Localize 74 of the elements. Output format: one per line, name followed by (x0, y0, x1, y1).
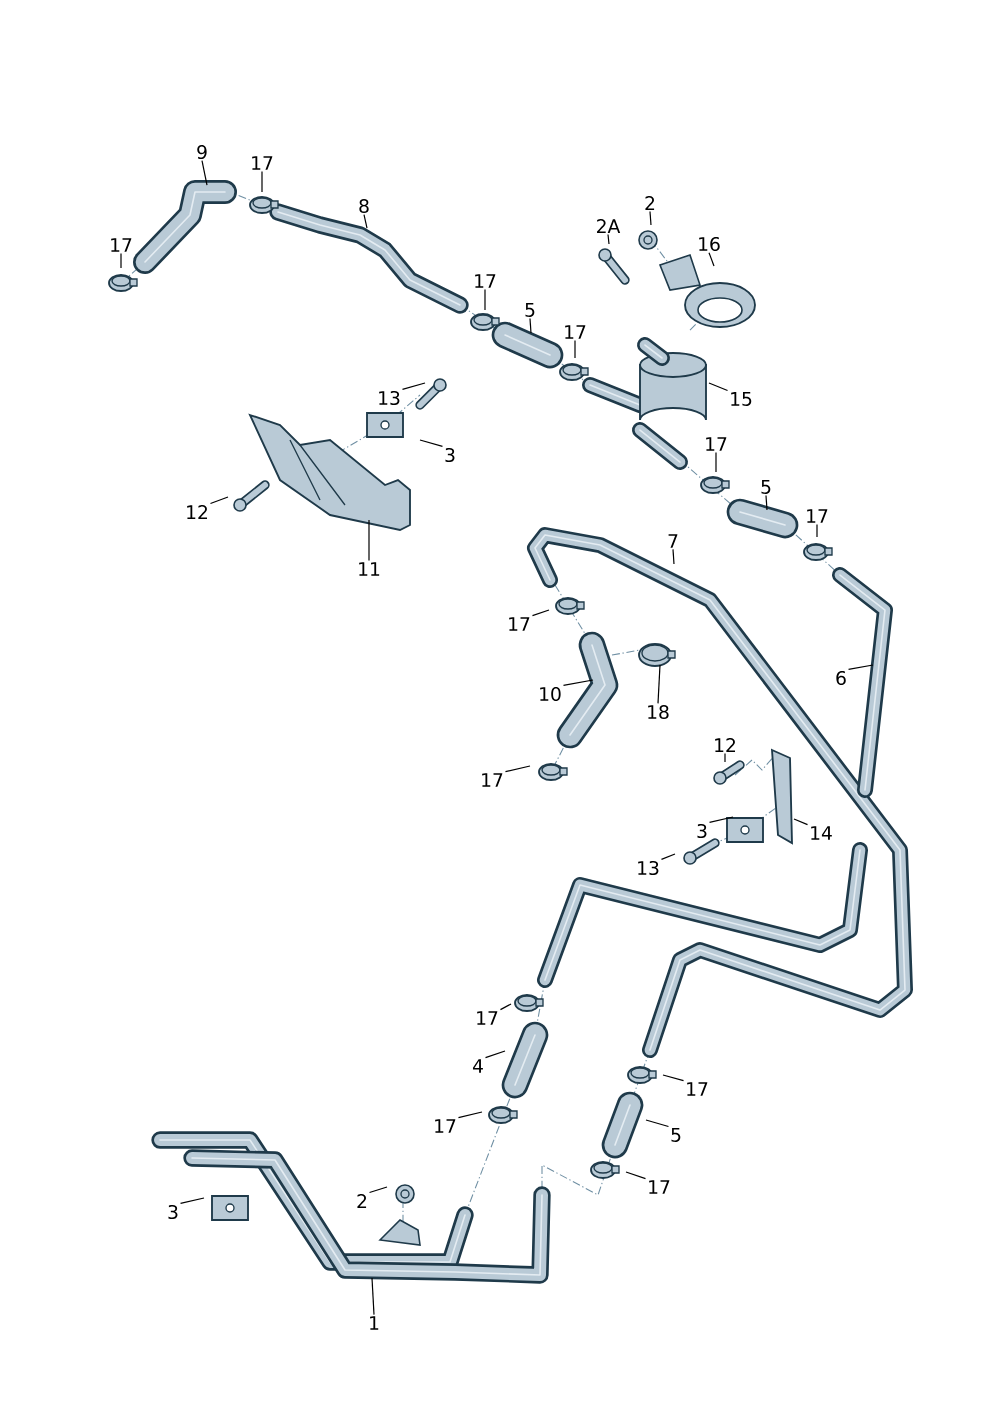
callout-number: 12 (187, 505, 207, 519)
callout-number: 16 (699, 236, 720, 252)
callout-number: 17 (706, 437, 727, 451)
callout-number: 17 (687, 1082, 708, 1096)
leader-line (363, 214, 368, 229)
leader-line (371, 1277, 375, 1316)
callout-number: 17 (807, 509, 828, 523)
leader-line (562, 679, 594, 686)
callout-number: 10 (540, 686, 561, 702)
leader-line (179, 1197, 205, 1204)
leader-line (201, 160, 208, 186)
callout-number: 5 (761, 480, 771, 494)
callout-number: 17 (435, 1119, 456, 1133)
callout-number: 6 (836, 670, 846, 686)
leader-line (765, 494, 768, 511)
callout-number: 15 (731, 392, 752, 406)
leader-line (708, 382, 729, 392)
leader-line (657, 664, 661, 704)
leader-line (708, 816, 734, 823)
leader-line (120, 252, 122, 269)
leader-line (499, 1003, 512, 1011)
callout-number: 17 (477, 1011, 498, 1025)
callout-number: 9 (197, 144, 207, 160)
callout-number: 17 (565, 325, 586, 339)
callout-number: 17 (252, 156, 273, 170)
callout-number: 3 (168, 1204, 178, 1220)
callout-number: 2 (645, 196, 655, 210)
leader-line (261, 170, 263, 193)
leader-line (484, 1050, 506, 1059)
callout-number: 2A (597, 219, 621, 233)
leader-line (715, 451, 717, 473)
leader-line (724, 752, 726, 763)
leader-line (660, 853, 676, 860)
leader-line (847, 664, 874, 670)
leader-line (401, 382, 426, 390)
callout-number: 4 (473, 1059, 483, 1073)
leader-line (368, 519, 370, 562)
leader-line (484, 288, 486, 311)
callout-number: 13 (638, 860, 659, 876)
leader-line (816, 523, 818, 538)
leader-line (607, 233, 610, 245)
leader-line (529, 317, 532, 334)
callout-number: 17 (475, 274, 496, 288)
leader-line (649, 210, 652, 226)
callout-number: 17 (649, 1180, 670, 1194)
callout-number: 1 (370, 1316, 379, 1330)
leader-line (625, 1171, 647, 1180)
leader-line (672, 548, 675, 565)
callout-number: 11 (359, 562, 380, 576)
callout-number: 13 (379, 390, 400, 406)
callout-number: 2 (357, 1194, 367, 1208)
callout-number: 7 (668, 534, 678, 548)
callout-number: 17 (509, 617, 530, 631)
callout-number: 3 (697, 823, 707, 839)
leader-line (531, 609, 550, 617)
leader-line (574, 339, 576, 359)
callout-number: 18 (648, 704, 669, 720)
leader-line (368, 1186, 388, 1194)
leader-line (209, 496, 229, 505)
leader-line (419, 439, 444, 447)
callout-number: 8 (359, 198, 369, 214)
callout-number: 14 (811, 826, 832, 840)
callout-number: 17 (482, 773, 503, 787)
leader-line (457, 1111, 483, 1119)
callout-number: 5 (671, 1128, 681, 1142)
leader-line (708, 252, 715, 267)
callout-number: 3 (445, 447, 455, 463)
callout-number: 17 (111, 238, 132, 252)
leader-line (645, 1119, 670, 1128)
callout-number: 5 (525, 303, 535, 317)
leader-line (504, 765, 531, 773)
leader-line (793, 818, 809, 826)
callout-number: 12 (715, 738, 735, 752)
leader-line (662, 1074, 685, 1082)
